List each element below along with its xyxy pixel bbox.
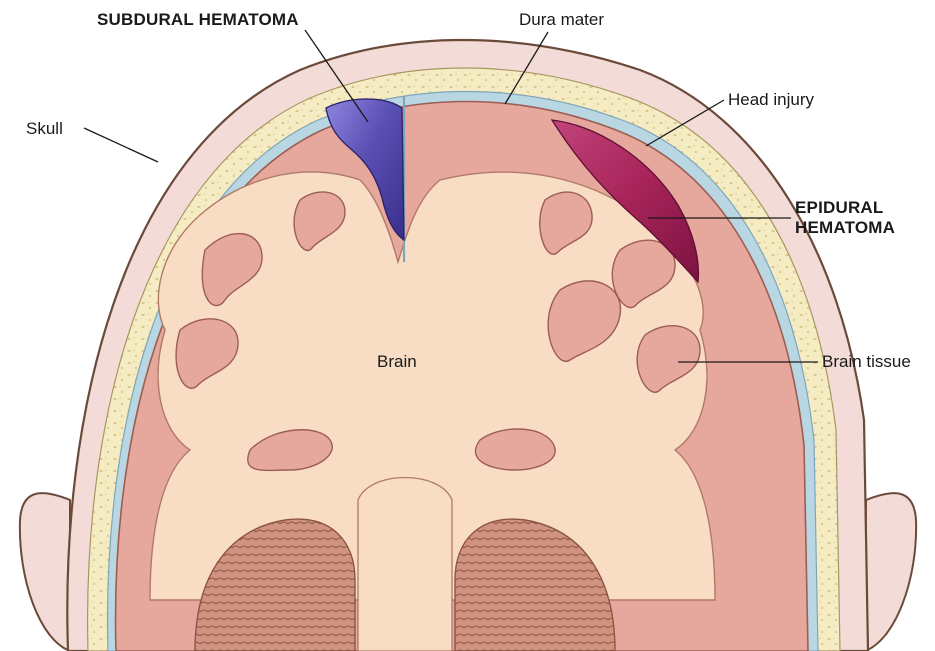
- dura-mater-label: Dura mater: [519, 10, 604, 30]
- subdural-hematoma-label: SUBDURAL HEMATOMA: [97, 10, 299, 30]
- epidural-label-line1: EPIDURAL: [795, 198, 895, 218]
- brain-tissue-label: Brain tissue: [822, 352, 911, 372]
- brainstem: [358, 478, 452, 651]
- right-ear: [865, 493, 916, 651]
- brain-label: Brain: [377, 352, 417, 372]
- left-ear: [20, 493, 70, 651]
- skull-label: Skull: [26, 119, 63, 139]
- head-injury-label: Head injury: [728, 90, 814, 110]
- epidural-hematoma-label: EPIDURAL HEMATOMA: [795, 198, 895, 237]
- epidural-label-line2: HEMATOMA: [795, 218, 895, 238]
